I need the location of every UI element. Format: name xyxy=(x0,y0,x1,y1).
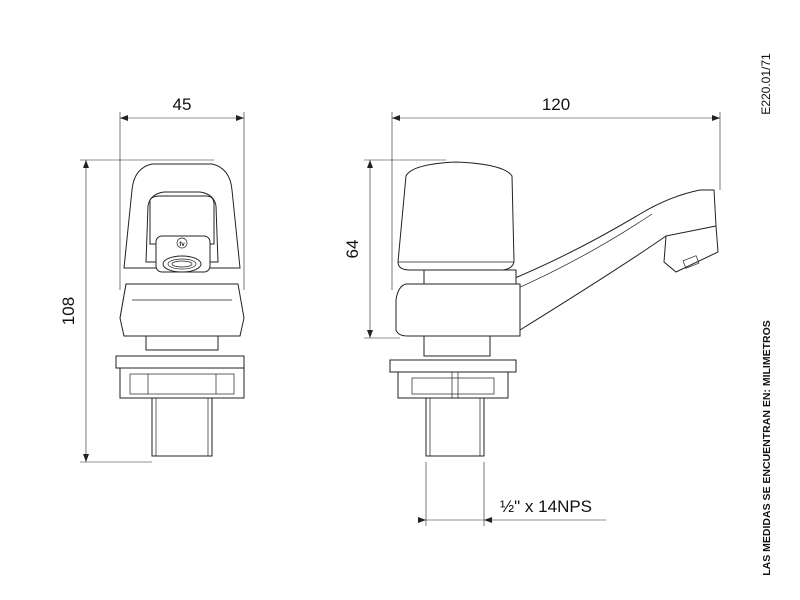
front-height-dimension: 108 xyxy=(59,159,214,463)
front-body xyxy=(119,283,245,337)
thread-label: ½" x 14NPS xyxy=(500,497,592,516)
front-view: fv xyxy=(115,163,245,457)
side-spout-aerator xyxy=(663,225,719,273)
front-stem xyxy=(151,397,213,457)
fv-logo-text: fv xyxy=(179,242,185,248)
front-nut xyxy=(119,367,245,399)
front-lever xyxy=(149,195,215,245)
side-stem xyxy=(425,397,485,457)
front-neck xyxy=(145,335,219,351)
side-flange xyxy=(389,359,517,373)
side-collar xyxy=(423,269,517,285)
side-handle xyxy=(397,161,515,271)
drawing-code: E220.01/71 xyxy=(759,53,773,115)
units-note: LAS MEDIDAS SE ENCUENTRAN EN: MILIMETROS xyxy=(761,320,773,576)
side-view xyxy=(389,161,719,457)
front-nozzle-aerator xyxy=(162,255,202,273)
side-length-label: 120 xyxy=(542,95,570,114)
side-neck xyxy=(423,335,491,357)
front-flange xyxy=(115,355,245,369)
front-width-dimension: 45 xyxy=(119,95,245,290)
side-height-label: 64 xyxy=(343,240,362,259)
side-spout xyxy=(479,189,717,331)
front-width-label: 45 xyxy=(173,95,192,114)
side-height-dimension: 64 xyxy=(343,159,446,339)
front-height-label: 108 xyxy=(59,297,78,325)
fv-logo-icon xyxy=(176,237,188,249)
thread-dimension: ½" x 14NPS xyxy=(418,462,606,526)
side-length-dimension: 120 xyxy=(391,95,721,290)
side-body xyxy=(395,283,521,337)
